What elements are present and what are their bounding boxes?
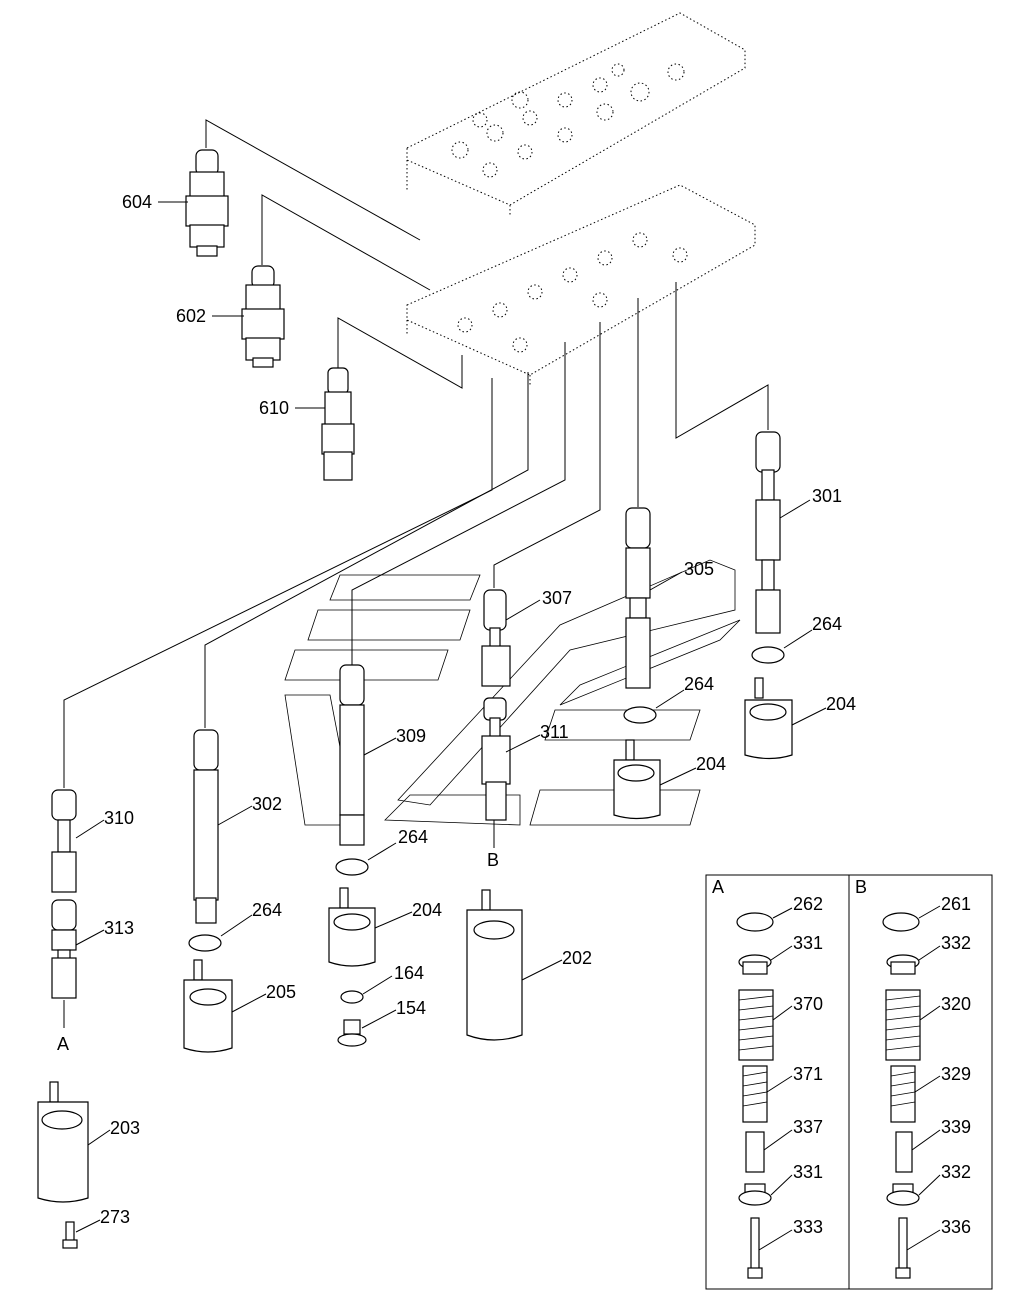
part-336-pin bbox=[895, 1217, 911, 1279]
part-331-seat-top bbox=[738, 954, 772, 975]
detail-A-label-1: 262 bbox=[793, 894, 823, 914]
part-320-spring bbox=[885, 989, 921, 1061]
part-204-cover-b bbox=[613, 739, 661, 820]
detail-B-label-1: 261 bbox=[941, 894, 971, 914]
label-309: 309 bbox=[396, 726, 426, 746]
detail-A-label-6: 331 bbox=[793, 1162, 823, 1182]
marker-B: B bbox=[487, 850, 499, 870]
label-264d: 264 bbox=[252, 900, 282, 920]
label-154: 154 bbox=[396, 998, 426, 1018]
label-204a: 204 bbox=[826, 694, 856, 714]
label-264a: 264 bbox=[812, 614, 842, 634]
part-264-oring-d bbox=[188, 934, 222, 952]
part-204-cover-a bbox=[744, 677, 793, 760]
part-305-spool bbox=[625, 507, 651, 689]
part-264-oring-b bbox=[623, 706, 657, 724]
label-205: 205 bbox=[266, 982, 296, 1002]
part-273-bolt bbox=[62, 1221, 78, 1249]
part-264-oring-a bbox=[751, 646, 785, 664]
part-301-spool bbox=[755, 431, 781, 634]
label-202: 202 bbox=[562, 948, 592, 968]
detail-B-label-3: 320 bbox=[941, 994, 971, 1014]
part-331-seat-bottom bbox=[738, 1183, 772, 1206]
detail-A-label-4: 371 bbox=[793, 1064, 823, 1084]
part-205-cover bbox=[183, 959, 233, 1053]
label-310: 310 bbox=[104, 808, 134, 828]
part-371-spring bbox=[742, 1065, 768, 1123]
detail-A-label-7: 333 bbox=[793, 1217, 823, 1237]
part-307-spool bbox=[481, 589, 511, 687]
part-339-sleeve bbox=[895, 1131, 913, 1173]
part-332-seat-top bbox=[886, 954, 920, 975]
label-203: 203 bbox=[110, 1118, 140, 1138]
part-154-plug bbox=[337, 1019, 367, 1047]
part-313-spool bbox=[51, 899, 77, 999]
connection-lines bbox=[63, 119, 769, 1028]
part-329-spring bbox=[890, 1065, 916, 1123]
part-310-spool bbox=[51, 789, 77, 893]
label-610: 610 bbox=[259, 398, 289, 418]
label-305: 305 bbox=[684, 559, 714, 579]
detail-A-label-2: 331 bbox=[793, 933, 823, 953]
detail-box: A B bbox=[705, 874, 993, 1290]
detail-A-label-3: 370 bbox=[793, 994, 823, 1014]
part-311-spool bbox=[481, 697, 511, 821]
detail-A-title: A bbox=[712, 877, 724, 897]
part-602-cartridge bbox=[241, 265, 285, 368]
label-264b: 264 bbox=[684, 674, 714, 694]
callouts: 604 602 610 301 305 307 264 264 204 204 … bbox=[57, 192, 856, 1233]
part-264-oring-c bbox=[335, 858, 369, 876]
part-333-pin bbox=[747, 1217, 763, 1279]
detail-B-title: B bbox=[855, 877, 867, 897]
part-202-cover bbox=[466, 889, 523, 1041]
part-261-oring bbox=[882, 912, 920, 932]
detail-A-label-5: 337 bbox=[793, 1117, 823, 1137]
label-301: 301 bbox=[812, 486, 842, 506]
detail-B-label-4: 329 bbox=[941, 1064, 971, 1084]
part-203-cover bbox=[37, 1081, 89, 1203]
part-204-cover-c bbox=[328, 887, 376, 967]
label-204b: 204 bbox=[696, 754, 726, 774]
label-307: 307 bbox=[542, 588, 572, 608]
detail-B-label-5: 339 bbox=[941, 1117, 971, 1137]
valve-body-lower bbox=[406, 184, 756, 385]
label-311: 311 bbox=[540, 722, 569, 742]
label-313: 313 bbox=[104, 918, 134, 938]
part-164-oring bbox=[340, 990, 364, 1004]
part-309-spool bbox=[339, 664, 365, 846]
marker-A: A bbox=[57, 1034, 69, 1054]
part-262-oring bbox=[736, 912, 774, 932]
part-332-seat-bottom bbox=[886, 1183, 920, 1206]
detail-B-label-6: 332 bbox=[941, 1162, 971, 1182]
detail-B-label-7: 336 bbox=[941, 1217, 971, 1237]
part-337-sleeve bbox=[745, 1131, 765, 1173]
label-164: 164 bbox=[394, 963, 424, 983]
part-610-cartridge bbox=[321, 367, 355, 481]
valve-body-upper bbox=[406, 12, 746, 215]
part-604-cartridge bbox=[185, 149, 229, 257]
label-602: 602 bbox=[176, 306, 206, 326]
part-302-spool bbox=[193, 729, 219, 924]
detail-B-label-2: 332 bbox=[941, 933, 971, 953]
label-204c: 204 bbox=[412, 900, 442, 920]
label-302: 302 bbox=[252, 794, 282, 814]
label-264c: 264 bbox=[398, 827, 428, 847]
part-370-spring bbox=[738, 989, 774, 1061]
label-604: 604 bbox=[122, 192, 152, 212]
label-273: 273 bbox=[100, 1207, 130, 1227]
